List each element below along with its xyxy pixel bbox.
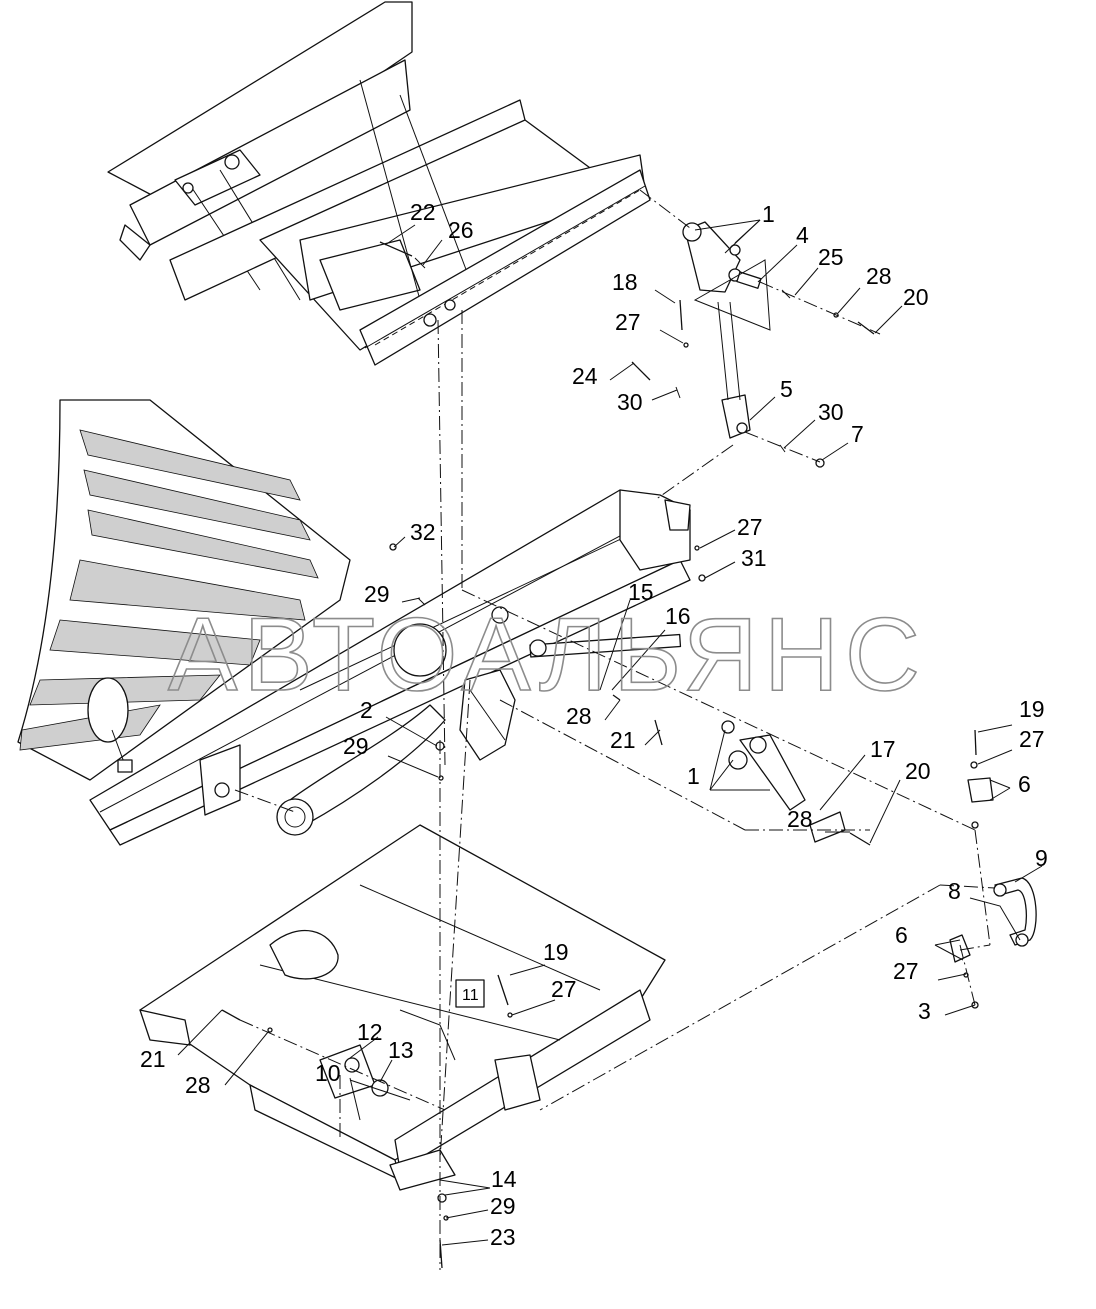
callout-2: 2	[360, 697, 373, 723]
callout-31: 31	[741, 545, 767, 571]
callout-1a: 1	[762, 201, 775, 227]
callout-23: 23	[490, 1224, 516, 1250]
callout-10: 10	[315, 1060, 341, 1086]
callout-28b: 28	[566, 703, 592, 729]
callout-28c: 28	[787, 806, 813, 832]
callout-6b: 6	[895, 922, 908, 948]
callout-5: 5	[780, 376, 793, 402]
callout-24: 24	[572, 363, 598, 389]
callout-12: 12	[357, 1019, 383, 1045]
callout-29c: 29	[490, 1193, 516, 1219]
callout-3: 3	[918, 998, 931, 1024]
callout-19a: 19	[1019, 696, 1045, 722]
callout-25: 25	[818, 244, 844, 270]
callout-21b: 21	[140, 1046, 166, 1072]
watermark-text: АВТОАЛЬЯНС	[168, 597, 926, 713]
center-lines	[234, 189, 996, 1270]
callout-17: 17	[870, 736, 896, 762]
callout-29b: 29	[343, 733, 369, 759]
callout-27b: 27	[737, 514, 763, 540]
callout-27e: 27	[551, 976, 577, 1002]
leader-lines	[177, 219, 1043, 1246]
callout-4: 4	[796, 222, 809, 248]
callout-14: 14	[491, 1166, 517, 1192]
callout-29a: 29	[364, 581, 390, 607]
callout-1b: 1	[687, 763, 700, 789]
callout-15: 15	[628, 579, 654, 605]
callout-28a: 28	[866, 263, 892, 289]
callout-20a: 20	[903, 284, 929, 310]
callout-8: 8	[948, 878, 961, 904]
right-hardware	[682, 221, 1037, 963]
callout-27d: 27	[893, 958, 919, 984]
callout-27c: 27	[1019, 726, 1045, 752]
lower-frame	[139, 824, 666, 1191]
grate-section	[17, 399, 351, 781]
callout-32: 32	[410, 519, 436, 545]
callout-20b: 20	[905, 758, 931, 784]
callout-27a: 27	[615, 309, 641, 335]
callout-7: 7	[851, 421, 864, 447]
callout-30a: 30	[617, 389, 643, 415]
callout-9: 9	[1035, 845, 1048, 871]
callout-13: 13	[388, 1037, 414, 1063]
main-beam	[89, 489, 691, 846]
callout-19b: 19	[543, 939, 569, 965]
assembly-box	[455, 979, 485, 1008]
callout-26: 26	[448, 217, 474, 243]
callout-28d: 28	[185, 1072, 211, 1098]
callout-6a: 6	[1018, 771, 1031, 797]
upper-frame	[107, 1, 651, 366]
callout-18: 18	[612, 269, 638, 295]
callout-30b: 30	[818, 399, 844, 425]
callout-labels: 1 4 25 28 20 22 26 18 27 24 30 5 30 7 27…	[140, 199, 1048, 1250]
callout-22: 22	[410, 199, 436, 225]
callout-21a: 21	[610, 727, 636, 753]
assembly-box-label: 11	[462, 987, 479, 1004]
callout-16: 16	[665, 603, 691, 629]
